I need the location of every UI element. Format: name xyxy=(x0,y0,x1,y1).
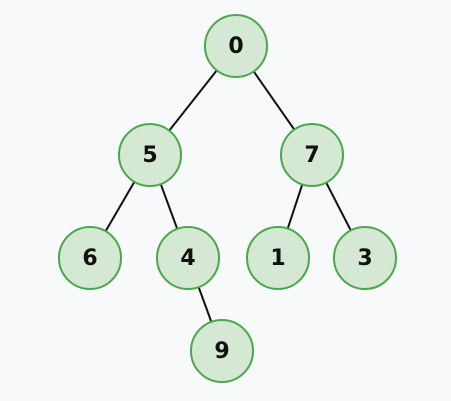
tree-node-3: 3 xyxy=(333,226,397,290)
tree-node-7: 7 xyxy=(280,123,344,187)
node-label-5: 5 xyxy=(142,143,157,168)
node-label-6: 6 xyxy=(82,246,97,271)
tree-node-9: 9 xyxy=(190,319,254,383)
node-label-9: 9 xyxy=(214,339,229,364)
node-label-3: 3 xyxy=(357,246,372,271)
tree-edges xyxy=(89,45,366,352)
tree-node-6: 6 xyxy=(58,226,122,290)
node-label-4: 4 xyxy=(180,246,195,271)
tree-nodes: 0 5 7 6 4 1 3 xyxy=(58,14,397,383)
tree-node-1: 1 xyxy=(246,226,310,290)
tree-node-4: 4 xyxy=(156,226,220,290)
node-label-1: 1 xyxy=(270,246,285,271)
tree-node-0: 0 xyxy=(204,14,268,78)
node-label-0: 0 xyxy=(228,34,243,59)
node-label-7: 7 xyxy=(304,143,319,168)
tree-node-5: 5 xyxy=(118,123,182,187)
